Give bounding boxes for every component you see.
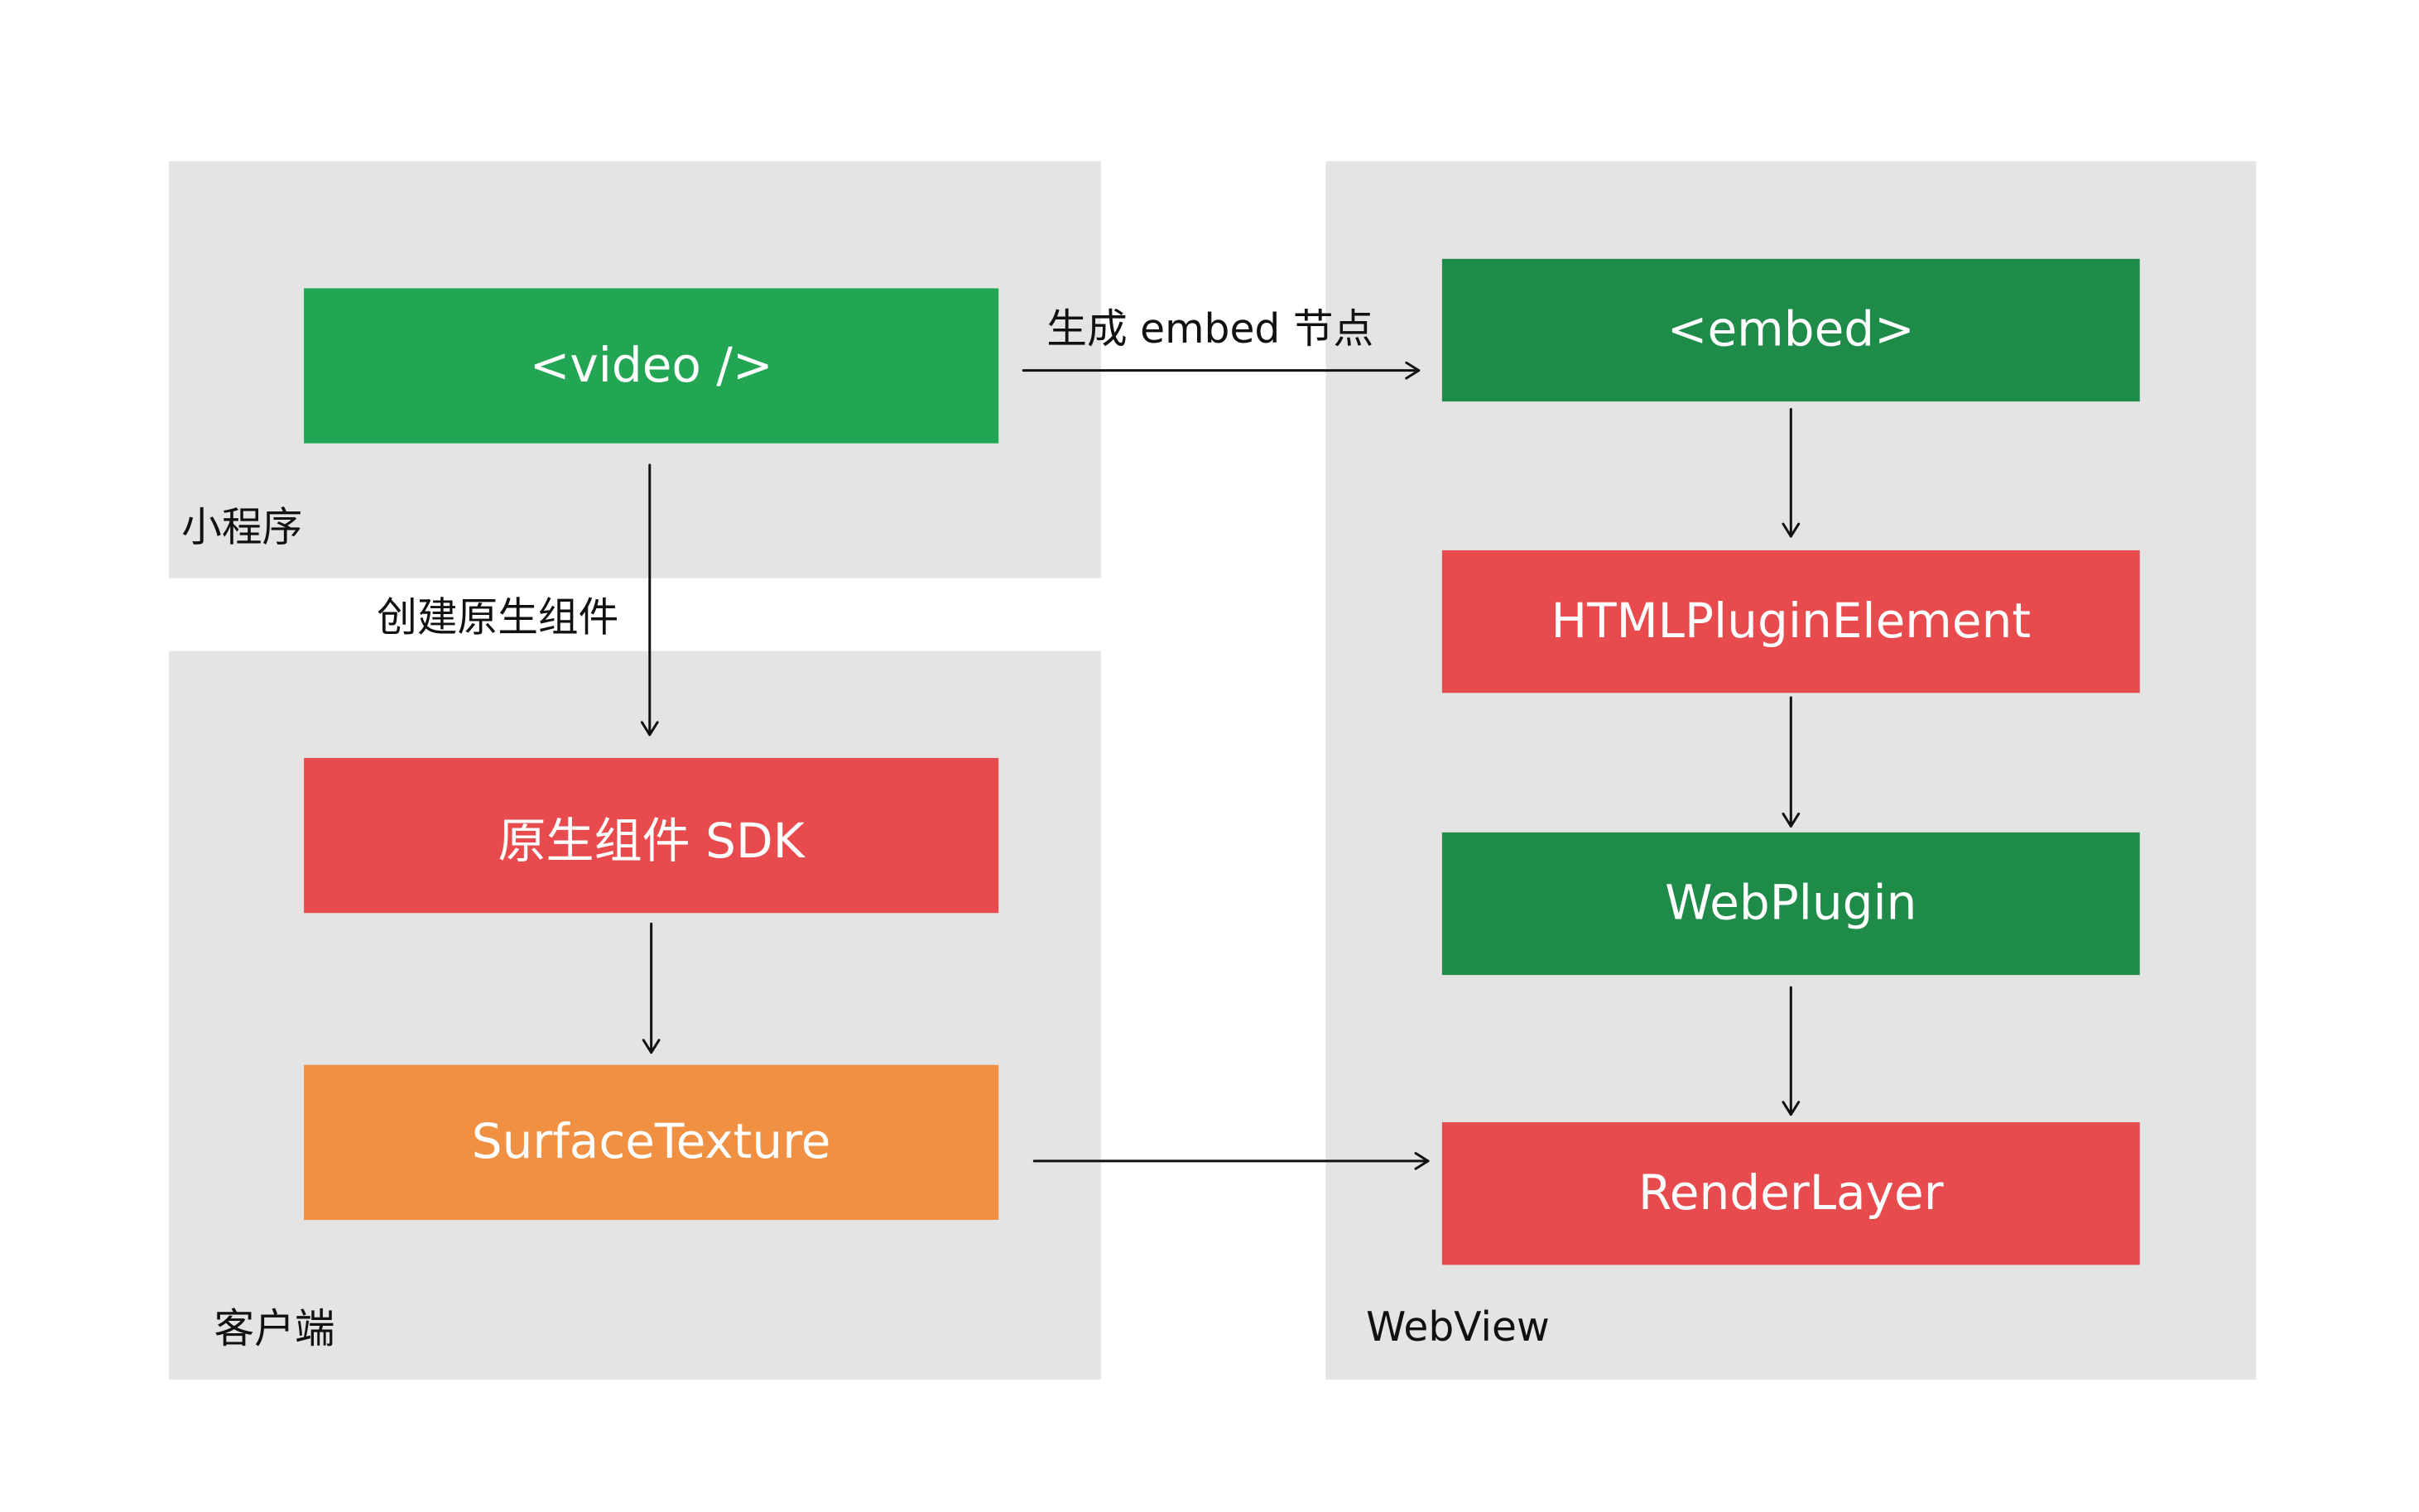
create-native-edge-label: 创建原生组件: [377, 595, 619, 642]
gen-embed-edge-label: 生成 embed 节点: [1046, 306, 1374, 354]
html-plugin-element-node: HTMLPluginElement: [1441, 550, 2140, 694]
embed-node: <embed>: [1441, 258, 2140, 402]
web-plugin-node: WebPlugin: [1441, 832, 2140, 976]
arrow-video-to-embed: [1022, 361, 1421, 380]
arrow-webplugin-to-renderlayer: [1782, 986, 1801, 1116]
mini-program-label: 小程序: [181, 505, 303, 552]
arrow-embed-to-htmlplugin: [1782, 407, 1801, 538]
render-layer-node: RenderLayer: [1441, 1122, 2140, 1265]
arrow-video-to-sdk: [640, 463, 659, 737]
webview-label: WebView: [1366, 1305, 1550, 1352]
arrow-sdk-to-surface: [642, 922, 661, 1054]
native-sdk-node: 原生组件 SDK: [304, 757, 999, 914]
surface-texture-node: SurfaceTexture: [304, 1064, 999, 1221]
arrow-htmlplugin-to-webplugin: [1782, 696, 1801, 828]
client-label: 客户端: [214, 1306, 335, 1354]
video-node: <video />: [304, 288, 999, 444]
arrow-surface-to-renderlayer: [1032, 1152, 1430, 1170]
